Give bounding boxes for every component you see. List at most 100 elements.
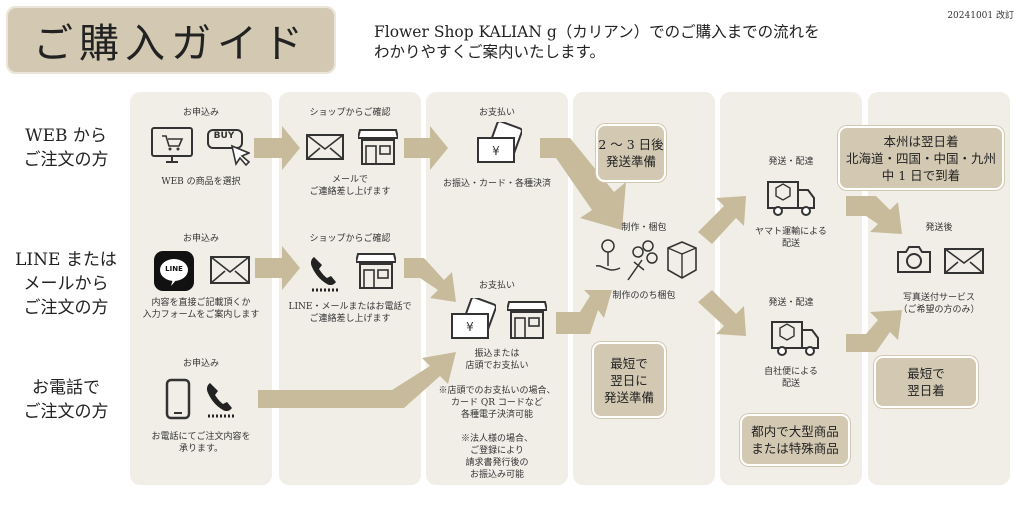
computer-cart-icon	[150, 126, 194, 168]
arrow-web-1	[254, 126, 300, 170]
arrow-line-1	[255, 246, 300, 290]
note-line: 各種電子決済可能	[460, 410, 533, 420]
note-line: ご連絡差し上げます	[309, 314, 391, 324]
badge-line: 北海道・四国・中国・九州	[845, 150, 996, 166]
column-confirm	[279, 92, 421, 485]
phone-handset-icon	[204, 380, 238, 420]
note-line: 配送	[781, 239, 800, 249]
smartphone-icon	[165, 378, 191, 420]
badge-line: 翌日着	[907, 383, 945, 398]
line-app-icon	[153, 250, 195, 292]
row-label-line: メールから	[23, 274, 109, 294]
delivery-heading-yamato: 発送・配達	[768, 157, 814, 167]
cash-payment-icon: ¥	[450, 298, 496, 342]
confirm-heading-web: ショップからご確認	[309, 108, 391, 118]
svg-text:¥: ¥	[466, 320, 474, 334]
order-note-line: 内容を直接ご記載頂くか 入力フォームをご案内します	[130, 297, 272, 321]
phone-handset-icon	[308, 254, 342, 294]
delivery-heading-own: 発送・配達	[768, 298, 814, 308]
badge-line: または特殊商品	[751, 441, 839, 456]
mail-icon	[944, 248, 984, 274]
arrow-prod-down	[698, 290, 746, 336]
after-ship-note: 写真送付サービス （ご希望の方のみ）	[868, 292, 1010, 316]
note-line: ご登録により	[470, 446, 524, 456]
note-line: 配送	[781, 379, 800, 389]
badge-ship-prep-next-day: 最短で 翌日に 発送準備	[592, 342, 666, 418]
order-heading-tel: お申込み	[182, 359, 219, 369]
badge-ship-prep-days: 2 ～ 3 日後 発送準備	[596, 124, 666, 182]
shop-icon	[507, 300, 547, 340]
arrow-web-2	[404, 126, 448, 170]
badge-line: 本州は翌日着	[883, 133, 959, 149]
note-line: （ご希望の方のみ）	[898, 305, 980, 315]
row-label-line: LINE または	[15, 250, 117, 270]
buy-label: BUY	[213, 131, 235, 141]
note-line: 写真送付サービス	[902, 293, 975, 303]
badge-line: 2 ～ 3 日後	[598, 137, 664, 152]
note-line: 請求書発行後の	[465, 458, 529, 468]
delivery-note-yamato: ヤマト運輸による 配送	[720, 226, 862, 250]
payment-heading-tel: お支払い	[478, 281, 515, 291]
intro-line-2: わかりやすくご案内いたします。	[374, 43, 605, 61]
payment-note-corporate: ※法人様の場合、 ご登録により 請求書発行後の お振込み可能	[426, 433, 568, 481]
note-line: メールで	[331, 175, 368, 185]
bouquet-package-icon	[594, 238, 700, 284]
shop-icon	[358, 128, 398, 166]
badge-line: 最短で	[907, 366, 945, 381]
shop-icon	[356, 252, 396, 290]
order-heading-web: お申込み	[182, 108, 219, 118]
row-label-line: ご注文の方	[23, 298, 109, 318]
delivery-truck-icon	[770, 316, 820, 358]
order-heading-line: お申込み	[182, 234, 219, 244]
row-label-line-mail: LINE または メールから ご注文の方	[6, 248, 126, 320]
badge-line: 翌日に	[610, 372, 648, 388]
note-line: 店頭でお支払い	[465, 361, 529, 371]
note-line: 承ります。	[178, 444, 224, 454]
after-ship-heading: 発送後	[925, 223, 953, 233]
payment-note-store: ※店頭でのお支払いの場合、 カード QR コードなど 各種電子決済可能	[426, 385, 568, 421]
payment-note-tel: 振込または 店頭でお支払い	[426, 348, 568, 372]
confirm-note-web: メールで ご連絡差し上げます	[279, 174, 421, 198]
row-label-web: WEB から ご注文の方	[6, 124, 126, 172]
revision-date: 20241001 改訂	[947, 11, 1014, 21]
row-label-line: WEB から	[25, 126, 107, 146]
payment-note-web: お振込・カード・各種決済	[442, 179, 551, 189]
cash-payment-icon: ¥	[476, 122, 522, 166]
delivery-truck-icon	[766, 176, 816, 218]
badge-line: 中 1 日で到着	[881, 167, 961, 183]
badge-special-items: 都内で大型商品 または特殊商品	[740, 414, 850, 466]
row-label-line: ご注文の方	[23, 150, 109, 170]
note-line: ※法人様の場合、	[460, 434, 533, 444]
mail-icon	[210, 256, 250, 284]
note-line: ご連絡差し上げます	[309, 187, 391, 197]
note-line: 入力フォームをご案内します	[142, 310, 260, 320]
note-line: 自社便による	[764, 367, 818, 377]
arrow-web-3	[540, 138, 626, 230]
note-line: お電話にてご注文内容を	[151, 432, 251, 442]
production-heading: 制作・梱包	[621, 223, 667, 233]
buy-click-icon	[206, 128, 250, 168]
note-line: 振込または	[474, 349, 520, 359]
arrow-del-down	[846, 310, 902, 352]
intro-text: Flower Shop KALIAN g（カリアン）でのご購入までの流れを わか…	[374, 22, 820, 62]
note-line: 内容を直接ご記載頂くか	[151, 298, 251, 308]
badge-line: 発送準備	[605, 154, 656, 169]
confirm-note-line: LINE・メールまたはお電話で ご連絡差し上げます	[279, 301, 421, 325]
note-line: LINE・メールまたはお電話で	[288, 302, 412, 312]
arrow-pay-4	[556, 290, 612, 334]
badge-arrival-regions: 本州は翌日着 北海道・四国・中国・九州 中 1 日で到着	[838, 126, 1004, 190]
note-line: ヤマト運輸による	[755, 227, 827, 237]
page-title: ご購入ガイド	[33, 21, 309, 67]
badge-line: 最短で	[610, 355, 648, 371]
camera-icon	[896, 244, 932, 274]
payment-heading-web: お支払い	[478, 108, 515, 118]
arrow-del-up	[846, 196, 902, 234]
production-note: 制作ののち梱包	[612, 291, 676, 301]
row-label-tel: お電話で ご注文の方	[6, 376, 126, 424]
note-line: ※店頭でのお支払いの場合、	[438, 386, 556, 396]
confirm-heading-line: ショップからご確認	[309, 234, 391, 244]
mail-icon	[306, 134, 344, 160]
badge-next-day-arrival: 最短で 翌日着	[874, 356, 978, 408]
note-line: お振込み可能	[469, 470, 524, 480]
order-note-web: WEB の商品を選択	[161, 177, 241, 187]
